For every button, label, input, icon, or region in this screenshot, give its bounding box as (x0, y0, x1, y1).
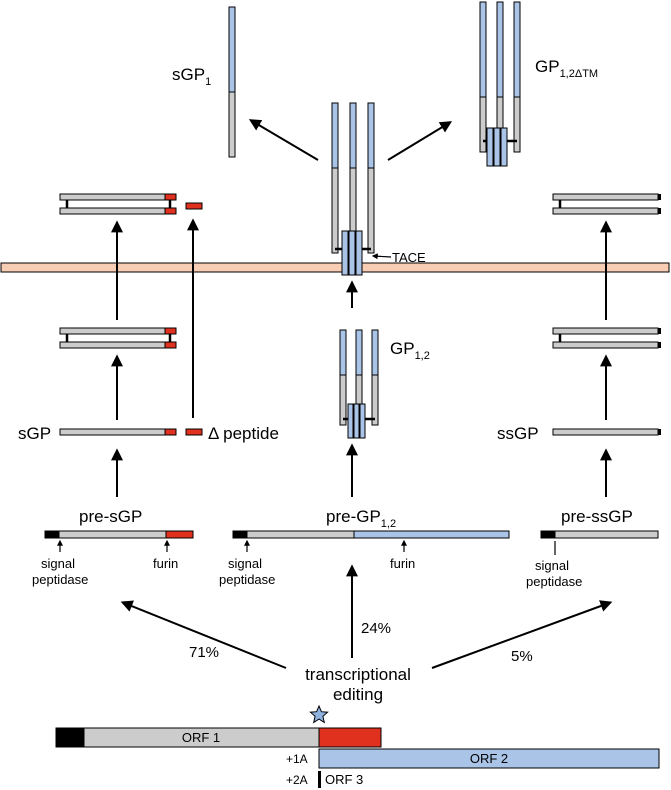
arrow-editing-to-pre-ssgp (431, 600, 613, 669)
transcriptional-label: transcriptional (305, 665, 411, 684)
delta-peptide-secreted (185, 202, 203, 210)
pre-ssgp-precursor (540, 530, 659, 539)
orf1-label: ORF 1 (182, 730, 220, 745)
orf3-bar (318, 771, 321, 788)
gp12-trimer (339, 329, 379, 439)
delta-peptide (185, 428, 203, 436)
percent-24: 24% (361, 620, 391, 637)
gp12-delta-tm-trimer (479, 1, 521, 167)
pre-ssgp-signal-label: signal (535, 558, 569, 573)
tace-label: TACE (392, 250, 426, 265)
plus1a-label: +1A (286, 752, 308, 766)
arrow-to-gp12-delta-tm (387, 121, 453, 161)
pre-sgp-peptidase-label: peptidase (32, 572, 88, 587)
orf1-bar (55, 727, 382, 748)
orf3-label: ORF 3 (325, 772, 363, 787)
pre-gp12-precursor (232, 530, 510, 539)
gp12-delta-tm-label: GP1,2ΔTM (535, 57, 598, 80)
sgp-dimer-secreted (59, 193, 177, 215)
arrow-to-sgp1 (248, 119, 319, 161)
sgp-label: sGP (18, 424, 51, 443)
sgp1-shed-monomer (228, 6, 236, 158)
arrow-editing-to-pre-sgp (120, 600, 287, 669)
pre-gp12-label: pre-GP1,2 (326, 507, 396, 530)
pre-sgp-label: pre-sGP (79, 507, 142, 526)
cell-membrane (0, 262, 670, 273)
pre-sgp-precursor (44, 530, 194, 539)
delta-peptide-label: Δ peptide (208, 424, 279, 443)
orf2-bar (318, 748, 660, 769)
tace-arrow (371, 253, 392, 260)
percent-5: 5% (511, 648, 533, 665)
pre-gp12-furin-label: furin (390, 556, 415, 571)
pre-ssgp-label: pre-ssGP (561, 507, 633, 526)
gp12-label: GP1,2 (390, 339, 430, 362)
sgp-monomer (59, 428, 177, 436)
editing-site-star-icon (309, 704, 329, 724)
pre-gp12-peptidase-label: peptidase (219, 572, 275, 587)
ssgp-label: ssGP (497, 424, 539, 443)
pre-ssgp-peptidase-label: peptidase (526, 574, 582, 589)
pre-sgp-signal-label: signal (41, 556, 75, 571)
orf2-label: ORF 2 (470, 751, 508, 766)
plus2a-label: +2A (286, 773, 308, 787)
membrane-gp-trimer (331, 102, 375, 276)
editing-label: editing (333, 685, 383, 704)
ssgp-dimer-intracellular (552, 327, 661, 349)
percent-71: 71% (189, 644, 219, 661)
ssgp-monomer (552, 428, 661, 436)
ssgp-dimer-secreted (552, 193, 661, 215)
pre-gp12-signal-label: signal (228, 556, 262, 571)
sgp1-label: sGP1 (172, 65, 211, 88)
pre-sgp-furin-label: furin (153, 556, 178, 571)
sgp-dimer-intracellular (59, 327, 177, 349)
